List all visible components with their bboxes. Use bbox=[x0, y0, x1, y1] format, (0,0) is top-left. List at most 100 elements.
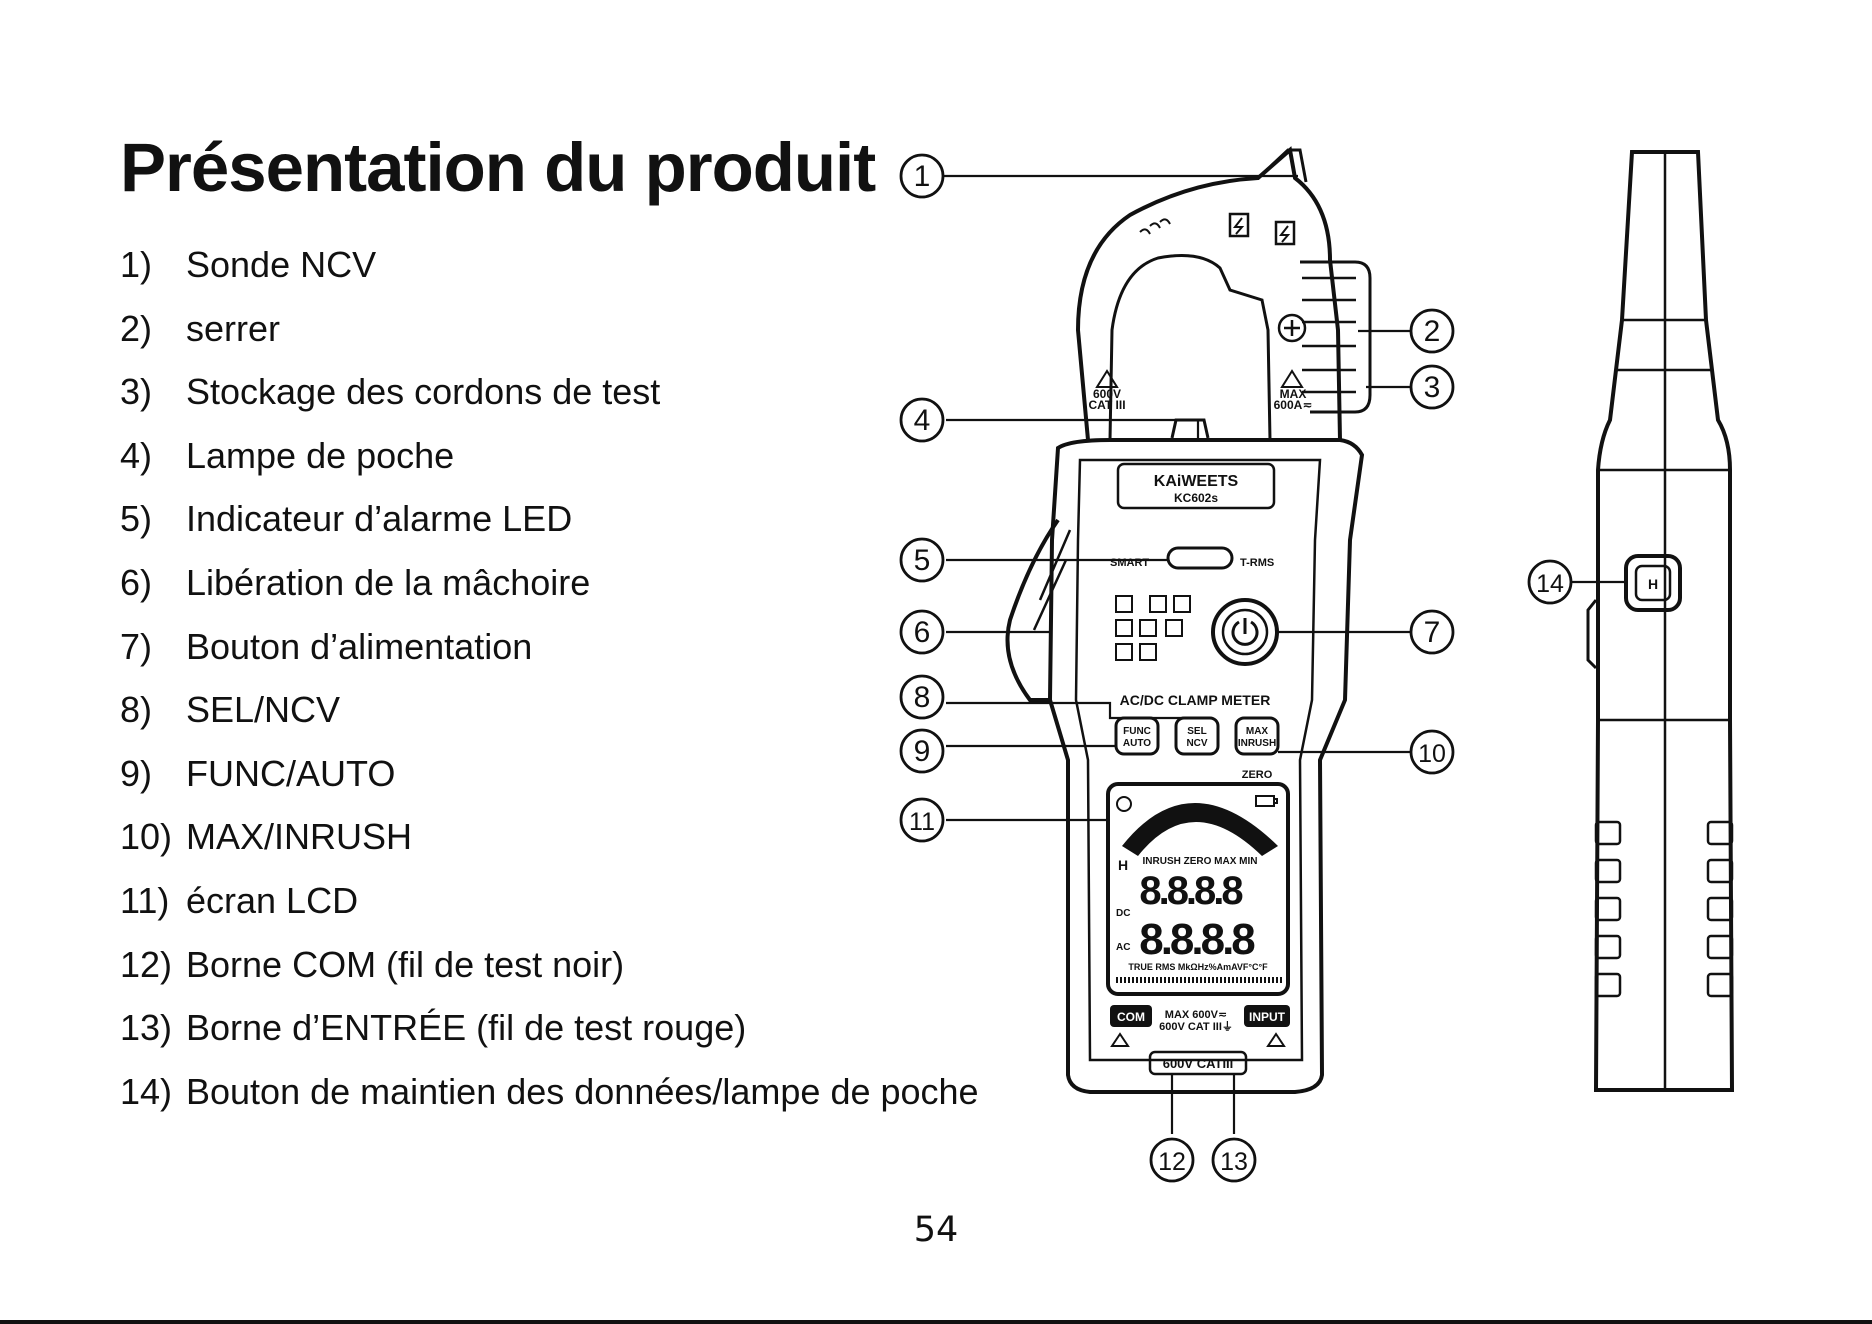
bottom-rating-plate bbox=[1148, 1050, 1248, 1076]
part-item: 14) Bouton de maintien des données/lampe … bbox=[120, 1067, 1060, 1131]
part-label: SEL/NCV bbox=[186, 689, 341, 731]
callout-10: 10 bbox=[1409, 729, 1455, 775]
smart-label: SMART bbox=[1110, 557, 1149, 569]
meter-body bbox=[1047, 438, 1365, 1094]
lcd-top-flags: INRUSH ZERO MAX MIN bbox=[1143, 856, 1258, 867]
callout-number: 8 bbox=[914, 681, 931, 714]
trigger-ridges bbox=[1032, 529, 1072, 631]
part-number: 13) bbox=[120, 1007, 173, 1049]
callout-number: 14 bbox=[1536, 570, 1564, 598]
part-number: 4) bbox=[120, 434, 153, 476]
ncv-probe-tip bbox=[1256, 148, 1308, 183]
callout-4: 4 bbox=[899, 397, 945, 443]
part-number: 11) bbox=[120, 879, 170, 921]
warning-triangle-icon bbox=[1110, 1032, 1286, 1047]
com-terminal[interactable] bbox=[1110, 1005, 1152, 1027]
hold-flashlight-button[interactable]: H bbox=[1624, 554, 1682, 612]
page-number: 54 bbox=[913, 1210, 959, 1250]
callout-8: 8 bbox=[899, 674, 945, 720]
callout-number: 11 bbox=[909, 808, 935, 836]
clamp-jaw-opening bbox=[1108, 254, 1272, 441]
callout-number: 1 bbox=[914, 160, 931, 193]
part-number: 2) bbox=[120, 307, 153, 349]
callout-11: 11 bbox=[899, 797, 945, 843]
part-item: 7) Bouton d’alimentation bbox=[120, 622, 1060, 686]
input-label: INPUT bbox=[1249, 1010, 1286, 1024]
power-icon bbox=[1231, 618, 1259, 646]
power-button[interactable] bbox=[1211, 598, 1279, 666]
page-title: Présentation du produit bbox=[120, 129, 876, 206]
clamp-screw-icon bbox=[1277, 313, 1307, 343]
part-item: 11) écran LCD bbox=[120, 876, 1060, 940]
input-terminal[interactable] bbox=[1244, 1005, 1290, 1027]
callout-number: 4 bbox=[914, 404, 931, 437]
terminal-rating: MAX 600V≂600V CAT III⏚ bbox=[1159, 1009, 1233, 1033]
callout-number: 7 bbox=[1424, 616, 1441, 649]
lcd-ac-flag: AC bbox=[1116, 942, 1130, 953]
model-name: KC602s bbox=[1174, 491, 1218, 505]
part-item: 6)Libération de la mâchoire bbox=[120, 558, 1060, 622]
part-number: 6) bbox=[120, 561, 153, 603]
brand-plate bbox=[1116, 462, 1276, 510]
part-label: Bouton de maintien des données/lampe de … bbox=[186, 1070, 979, 1112]
ncv-lightning-icon bbox=[1228, 212, 1296, 246]
trms-label: T-RMS bbox=[1240, 557, 1274, 569]
bottom-rating: 600V CATIII bbox=[1163, 1056, 1234, 1071]
bottom-rule bbox=[0, 1320, 1872, 1324]
part-label: Borne d’ENTRÉE (fil de test rouge) bbox=[186, 1007, 747, 1049]
callout-12: 12 bbox=[1149, 1137, 1195, 1183]
meter-body-inner bbox=[1074, 458, 1322, 1062]
part-label: Lampe de poche bbox=[186, 434, 455, 476]
side-jaw-hinge bbox=[1614, 318, 1714, 372]
callout-5: 5 bbox=[899, 537, 945, 583]
part-label: Stockage des cordons de test bbox=[186, 371, 661, 413]
part-item: 9)FUNC/AUTO bbox=[120, 749, 1060, 813]
part-item: 3)Stockage des cordons de test bbox=[120, 367, 1060, 431]
callout-number: 9 bbox=[914, 735, 931, 768]
part-number: 7) bbox=[120, 625, 153, 667]
brand-name: KAiWEETS bbox=[1154, 473, 1239, 490]
part-label: Indicateur d’alarme LED bbox=[186, 498, 573, 540]
callout-number: 5 bbox=[914, 544, 931, 577]
clamp-jaw bbox=[1075, 146, 1342, 441]
jaw-release-trigger[interactable] bbox=[1005, 518, 1060, 702]
lcd-dc-flag: DC bbox=[1116, 908, 1130, 919]
lcd-screen: INRUSH ZERO MAX MIN H 8.8.8.8 DC 8.8.8.8… bbox=[1106, 782, 1290, 996]
part-item: 8) SEL/NCV bbox=[120, 685, 1060, 749]
part-label: Bouton d’alimentation bbox=[186, 625, 533, 667]
callout-number: 10 bbox=[1418, 740, 1446, 768]
part-item: 2) serrer bbox=[120, 304, 1060, 368]
auto-power-off-icon bbox=[1116, 796, 1132, 812]
side-grip-ridges bbox=[1594, 820, 1734, 998]
callout-number: 13 bbox=[1220, 1148, 1248, 1176]
callout-number: 12 bbox=[1158, 1148, 1186, 1176]
part-number: 12) bbox=[120, 943, 173, 985]
part-label: serrer bbox=[186, 307, 281, 349]
part-label: écran LCD bbox=[186, 879, 359, 921]
lcd-mode-arc bbox=[1122, 803, 1278, 856]
callout-3: 3 bbox=[1409, 364, 1455, 410]
side-jaw bbox=[1593, 150, 1735, 1092]
part-number: 14) bbox=[120, 1070, 173, 1112]
callout-1: 1 bbox=[899, 153, 945, 199]
callout-number: 6 bbox=[914, 616, 931, 649]
part-number: 9) bbox=[120, 752, 153, 794]
part-label: Borne COM (fil de test noir) bbox=[186, 943, 625, 985]
part-number: 10) bbox=[120, 816, 173, 858]
zero-label: ZERO bbox=[1242, 769, 1273, 781]
part-label: Sonde NCV bbox=[186, 244, 377, 285]
leader-lines bbox=[944, 174, 1626, 1134]
callout-13: 13 bbox=[1211, 1137, 1257, 1183]
lcd-h-flag: H bbox=[1118, 857, 1128, 873]
part-number: 8) bbox=[120, 689, 153, 731]
callout-7: 7 bbox=[1409, 609, 1455, 655]
callout-2: 2 bbox=[1409, 308, 1455, 354]
